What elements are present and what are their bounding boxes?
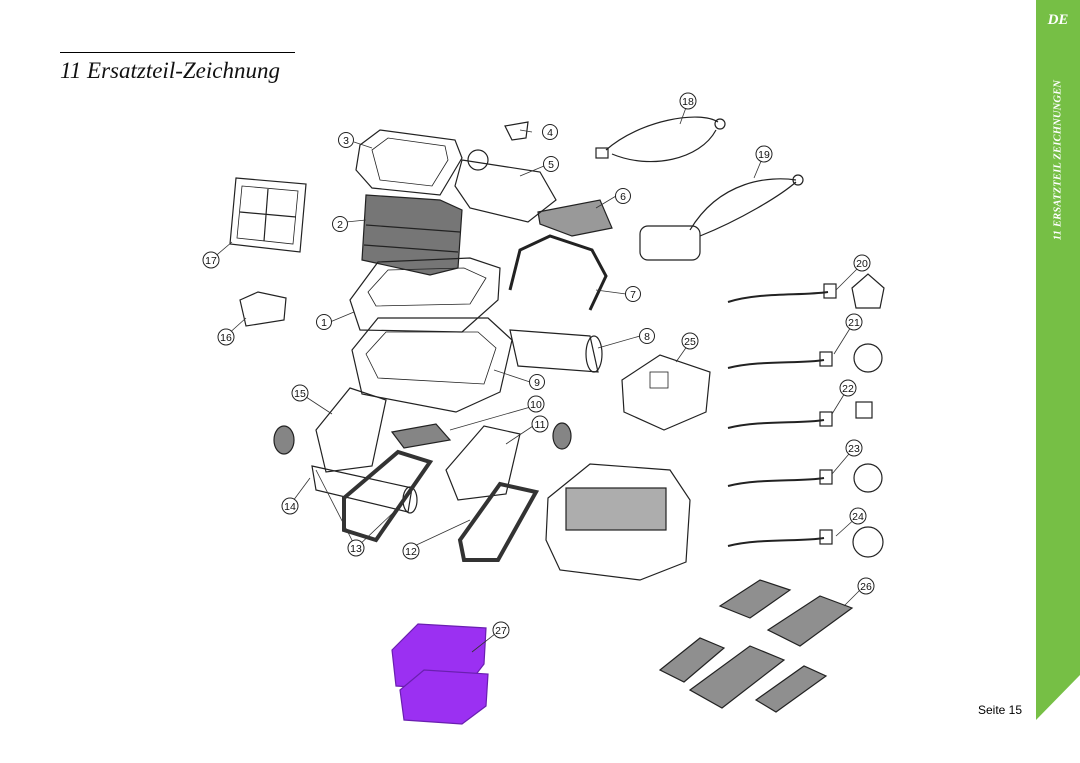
callout-27: 27 [492,621,510,639]
svg-text:22: 22 [842,383,854,395]
callout-2: 2 [332,216,348,232]
svg-text:27: 27 [495,625,507,637]
part-power-cord-24 [727,526,884,558]
part-power-cord-22 [727,401,873,429]
callout-10: 10 [527,395,545,413]
title-rule [60,52,295,53]
callout-11: 11 [531,415,549,433]
callout-21: 21 [845,313,863,331]
callout-15: 15 [291,384,309,402]
part-handle-bar [508,234,608,311]
part-track-right [457,481,540,562]
callout-8: 8 [639,328,655,344]
callout-6: 6 [615,188,631,204]
callout-3: 3 [338,132,354,148]
callout-18: 18 [679,92,697,110]
part-power-cord-23 [727,463,883,493]
part-side-plate-right [445,425,521,501]
callout-1: 1 [316,314,332,330]
part-power-supply [621,354,711,431]
part-foam-highlighted [391,623,489,725]
svg-text:23: 23 [848,443,860,455]
part-brush-roller [509,329,603,373]
svg-text:21: 21 [848,317,860,329]
svg-text:8: 8 [644,331,650,343]
callout-4: 4 [542,124,558,140]
part-clip [504,121,529,141]
part-cable-18 [595,116,726,163]
svg-text:19: 19 [758,149,770,161]
svg-text:14: 14 [284,501,296,513]
callout-25: 25 [681,332,699,350]
callout-16: 16 [217,328,235,346]
callout-5: 5 [543,156,559,172]
part-lid [355,129,463,196]
svg-text:17: 17 [205,255,217,267]
callout-13: 13 [347,539,365,557]
page-number: Seite 15 [978,703,1023,717]
part-brush-strips [658,579,854,713]
callout-17: 17 [202,251,220,269]
part-wheel-right [552,422,572,450]
part-base [545,463,691,581]
part-16 [239,291,287,327]
callout-26: 26 [857,577,875,595]
svg-text:11: 11 [535,419,546,431]
svg-text:18: 18 [682,96,694,108]
svg-text:4: 4 [547,127,553,139]
part-filter-panel [229,177,307,253]
svg-text:9: 9 [534,377,540,389]
part-power-cord-20 [727,273,885,309]
side-tab [1036,0,1080,720]
svg-text:25: 25 [684,336,696,348]
callout-20: 20 [853,254,871,272]
part-cable-19 [639,174,804,261]
callout-23: 23 [845,439,863,457]
svg-text:2: 2 [337,219,343,231]
part-top-cover [349,257,501,333]
side-tab-section: 11 ERSATZTEIL ZEICHNUNGEN [1052,79,1064,241]
leader-lines [211,101,865,653]
part-wheel-left [273,425,295,455]
part-plate [390,423,452,449]
callout-14: 14 [281,497,299,515]
svg-text:26: 26 [860,581,872,593]
svg-text:7: 7 [630,289,636,301]
part-basket [361,194,463,276]
svg-text:13: 13 [350,543,362,555]
svg-text:16: 16 [220,332,232,344]
svg-text:3: 3 [343,135,349,147]
page-title: 11 Ersatzteil-Zeichnung [60,58,280,83]
callout-19: 19 [755,145,773,163]
svg-text:5: 5 [548,159,554,171]
svg-text:1: 1 [321,317,327,329]
callout-22: 22 [839,379,857,397]
svg-text:20: 20 [856,258,868,270]
svg-text:15: 15 [294,388,306,400]
callout-7: 7 [625,286,641,302]
part-side-plate-left [315,387,387,473]
svg-text:10: 10 [530,399,542,411]
callout-12: 12 [402,542,420,560]
side-tab-language: DE [1047,12,1069,28]
part-power-cord-21 [727,343,883,373]
svg-text:24: 24 [852,511,864,523]
svg-text:12: 12 [405,546,417,558]
callout-9: 9 [529,374,545,390]
part-handle-unit [454,149,557,223]
callout-24: 24 [849,507,867,525]
spare-parts-drawing: 1 2 3 4 5 6 7 8 9 10 11 12 13 14 15 16 1… [202,92,885,725]
svg-text:6: 6 [620,191,626,203]
part-bracket [537,199,613,237]
part-chassis [351,317,513,413]
